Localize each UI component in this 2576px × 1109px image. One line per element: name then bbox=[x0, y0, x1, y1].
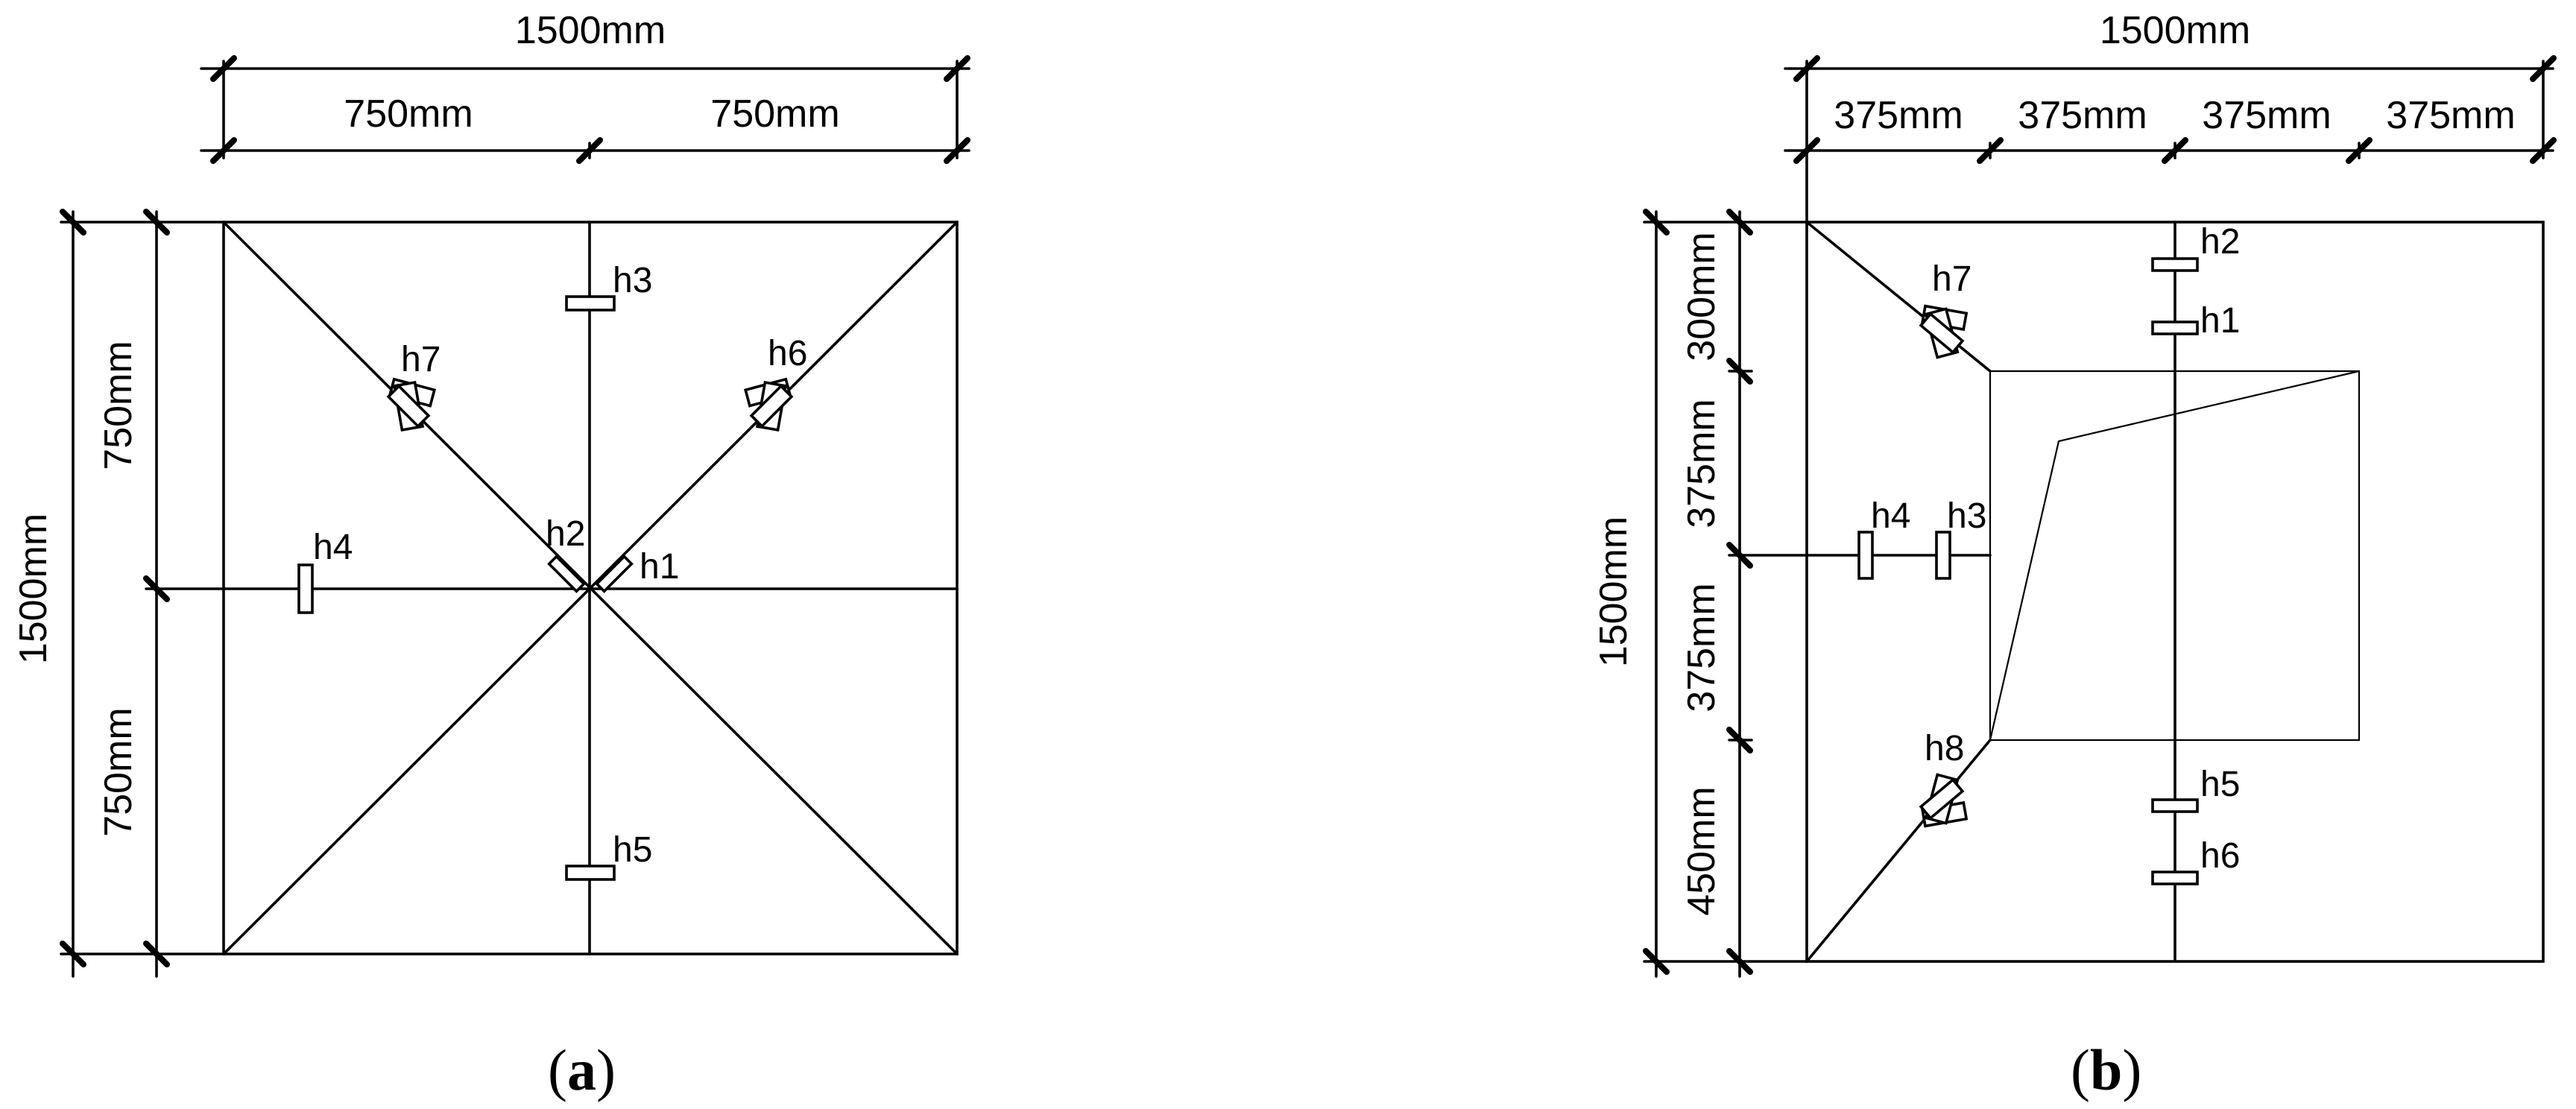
panel-b-gauges: h2 h1 h5 h6 h4 h3 h7 bbox=[1857, 222, 2240, 885]
gauge-a-h5-label: h5 bbox=[613, 830, 652, 870]
dim-b-left-4: 450mm bbox=[1680, 786, 1723, 915]
gauge-b-h8-label: h8 bbox=[1925, 729, 1964, 768]
dim-b-top-1: 375mm bbox=[1834, 94, 1963, 137]
panel-a-caption-open: ( bbox=[548, 1037, 567, 1102]
gauge-a-h3-label: h3 bbox=[613, 261, 652, 300]
gauge-b-h2 bbox=[2151, 257, 2199, 272]
gauge-b-h5 bbox=[2151, 798, 2199, 813]
panel-a-caption: (a) bbox=[548, 1037, 616, 1102]
gauge-b-h1-label: h1 bbox=[2200, 301, 2240, 341]
dim-b-top-total: 1500mm bbox=[2100, 9, 2250, 52]
dim-a-left-upper: 750mm bbox=[97, 341, 140, 470]
gauge-b-h5-label: h5 bbox=[2200, 765, 2240, 804]
panel-b-caption-close: ) bbox=[2122, 1037, 2141, 1102]
gauge-b-h7-label: h7 bbox=[1932, 259, 1972, 299]
dim-a-top-left: 750mm bbox=[344, 92, 473, 136]
panel-b-caption-open: ( bbox=[2071, 1037, 2090, 1102]
panel-a-plate bbox=[222, 221, 959, 955]
gauge-a-h7-rosette bbox=[386, 377, 437, 432]
gauge-a-h3 bbox=[565, 295, 616, 312]
gauge-a-h5 bbox=[565, 865, 616, 881]
gauge-b-h3-label: h3 bbox=[1947, 496, 1986, 536]
gauge-b-h6-label: h6 bbox=[2200, 836, 2240, 876]
gauge-a-h2-label: h2 bbox=[546, 514, 585, 554]
gauge-a-h6-rosette bbox=[743, 377, 794, 432]
dim-a-top-right: 750mm bbox=[710, 92, 839, 136]
dim-a-top-total: 1500mm bbox=[515, 9, 666, 52]
dim-a-left-total: 1500mm bbox=[12, 514, 55, 664]
panel-a-gauges: h3 h5 h4 h2 h1 h7 bbox=[297, 261, 807, 881]
panel-b-caption: (b) bbox=[2071, 1037, 2141, 1102]
gauge-a-h2 bbox=[547, 554, 586, 593]
dim-b-top-4: 375mm bbox=[2386, 94, 2515, 137]
dim-a-left-lower: 750mm bbox=[97, 707, 140, 836]
dim-b-left-1: 300mm bbox=[1680, 232, 1723, 361]
gauge-a-h7-label: h7 bbox=[401, 340, 441, 379]
panel-a-caption-close: ) bbox=[596, 1037, 616, 1102]
dim-b-left-3: 375mm bbox=[1680, 583, 1723, 712]
gauge-b-h7-rosette bbox=[1919, 304, 1969, 359]
gauge-b-h3 bbox=[1935, 531, 1951, 580]
panel-b-top-dimensions: 1500mm 375mm 375mm 375mm 375mm bbox=[1784, 9, 2557, 225]
panel-b-caption-letter: b bbox=[2090, 1037, 2122, 1102]
dim-b-top-3: 375mm bbox=[2202, 94, 2331, 137]
gauge-b-h4-label: h4 bbox=[1871, 496, 1910, 536]
gauge-b-h4 bbox=[1857, 531, 1874, 580]
gauge-b-h6 bbox=[2151, 871, 2199, 885]
dim-b-left-total: 1500mm bbox=[1592, 516, 1635, 667]
gauge-b-h2-label: h2 bbox=[2200, 222, 2240, 262]
gauge-a-h6-label: h6 bbox=[768, 334, 807, 373]
dim-b-top-2: 375mm bbox=[2018, 94, 2147, 137]
gauge-b-h1 bbox=[2151, 320, 2199, 335]
gauge-a-h1 bbox=[595, 554, 634, 593]
panel-a-caption-letter: a bbox=[567, 1037, 596, 1102]
panel-b-left-dimensions: 1500mm 300mm 375mm 375mm 450mm bbox=[1592, 209, 1808, 978]
gauge-a-h4-label: h4 bbox=[313, 528, 353, 567]
gauge-a-h4 bbox=[297, 563, 314, 614]
panel-a-top-dimensions: 1500mm 750mm 750mm bbox=[200, 9, 970, 164]
panel-b-crack-line bbox=[1989, 370, 2360, 741]
gauge-a-h1-label: h1 bbox=[640, 547, 679, 587]
dim-b-left-2: 375mm bbox=[1680, 399, 1723, 528]
gauge-b-h8-rosette bbox=[1919, 773, 1969, 828]
panel-a: 1500mm 750mm 750mm 1500mm 750mm 750mm bbox=[12, 9, 970, 1102]
panel-b-plate bbox=[1805, 221, 2545, 963]
panel-b: 1500mm 375mm 375mm 375mm 375mm 1500mm 30… bbox=[1592, 9, 2557, 1102]
panel-a-left-dimensions: 1500mm 750mm 750mm bbox=[12, 209, 225, 978]
